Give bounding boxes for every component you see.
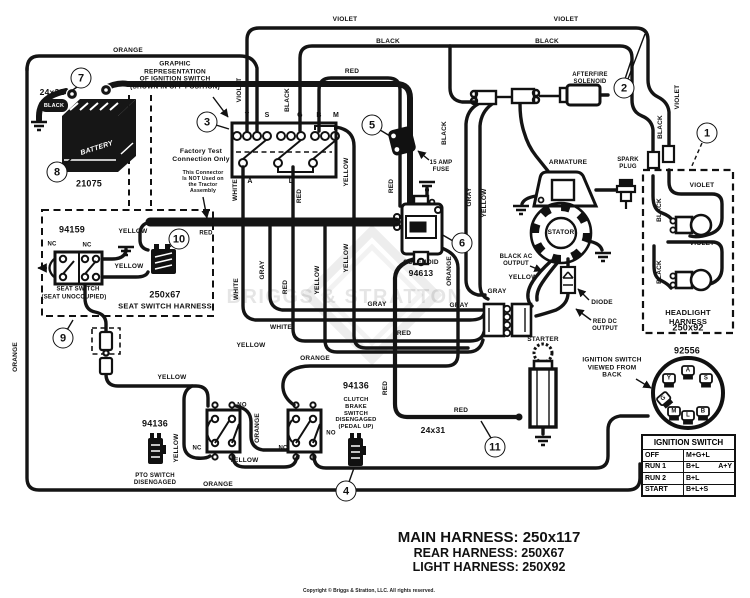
light-harness-title: LIGHT HARNESS: 250X92: [412, 560, 566, 574]
callout-3: 3: [196, 111, 218, 133]
starter-red-cable: [392, 255, 519, 420]
black-kill-branch: [448, 44, 476, 104]
afterfire-solenoid: [558, 83, 602, 107]
callout-9: 9: [52, 327, 74, 349]
ignition-mode: RUN 2: [641, 472, 684, 485]
seat-harness-wire: [104, 372, 210, 408]
ignition-terminals: M+G+L: [683, 449, 736, 462]
yellow-branch-wire: [182, 384, 212, 460]
seat-yellow-wire: [100, 270, 150, 279]
wire-runs: [25, 26, 724, 492]
interlock-switch-boxes: [205, 401, 323, 461]
ignition-terminals-extra: A+Y: [718, 463, 732, 471]
yellow-m-wire: [334, 125, 356, 220]
seat-down-wire: [83, 283, 108, 334]
seat-switch: [37, 250, 104, 286]
orange-pto-link-wire: [234, 404, 312, 452]
white-wire: [241, 165, 486, 322]
yellow-wire-1: [323, 220, 485, 354]
engine-connectors: [469, 87, 560, 106]
band-left-drop: [138, 220, 152, 252]
headlight-harness: [646, 144, 713, 292]
stator-yellow-2: [535, 260, 560, 302]
diode-bottom-wire: [534, 291, 570, 318]
orange-border-wire: [25, 66, 642, 492]
fuse-15amp: [388, 126, 416, 156]
diode: [559, 265, 577, 295]
seat-harness-boundary: [41, 209, 214, 317]
footer-harness-titles: MAIN HARNESS: 250x117 REAR HARNESS: 250X…: [398, 529, 581, 574]
callout-8: 8: [46, 161, 68, 183]
gray-engine-wire: [464, 102, 487, 297]
armature-ground-wire: [520, 194, 538, 206]
black-wire-tag: [40, 99, 68, 112]
svg-text:BRIGGS & STRATTON: BRIGGS & STRATTON: [227, 286, 464, 308]
rear-harness-title: REAR HARNESS: 250X67: [413, 546, 565, 560]
main-connector-pair: [482, 302, 533, 338]
pto-switch-connector: [148, 433, 166, 464]
callout-4: 4: [335, 480, 357, 502]
callout-7: 7: [70, 67, 92, 89]
ignition-terminals: B+L: [683, 472, 736, 485]
starter-solenoid: [393, 194, 444, 267]
stator-ground-icon: [593, 251, 613, 263]
callout-5: 5: [361, 114, 383, 136]
yellow-long-bottom-wire: [312, 414, 650, 470]
callout-1: 1: [696, 122, 718, 144]
yellow-engine-wire: [478, 102, 494, 301]
orange-top-wire: [25, 54, 259, 133]
orange-mid-wire: [281, 244, 460, 407]
solenoid-ground-icon: [417, 180, 437, 192]
ignition-switch-back: [651, 356, 725, 430]
yellow-wire-2: [352, 216, 470, 350]
callout-2: 2: [613, 77, 635, 99]
ignition-mode: RUN 1: [641, 460, 684, 473]
stator-yellow-1: [526, 259, 553, 308]
headlight-black-1: [651, 174, 674, 222]
copyright-notice: Copyright © Briggs & Stratton, LLC. All …: [303, 588, 435, 594]
yellow-pto-bottom-wire: [231, 454, 300, 469]
battery-ground-icon: [29, 120, 49, 132]
armature-kill-wire: [518, 102, 550, 173]
callout-11: 11: [484, 436, 506, 458]
ignition-connector-box: [230, 121, 340, 179]
interlock-relay: [151, 244, 176, 274]
main-harness-title: MAIN HARNESS: 250x117: [397, 529, 581, 546]
ignition-table-title: IGNITION SWITCH: [641, 434, 736, 450]
battery: [40, 83, 136, 172]
armature: [532, 170, 599, 208]
red-wire: [291, 165, 486, 343]
heavy-cables: [36, 80, 519, 420]
headlight-black-2: [652, 244, 673, 290]
ignition-mode: START: [641, 483, 684, 497]
starter-ground-icon: [533, 435, 553, 447]
clutch-brake-connector: [348, 433, 366, 466]
seat-ground-icon: [116, 245, 136, 257]
briggs-stratton-watermark: BRIGGS & STRATTON: [227, 224, 464, 366]
stator: [529, 201, 593, 265]
battery-positive-cable: [101, 80, 413, 209]
armature-ground-icon: [511, 204, 531, 216]
callout-6: 6: [451, 232, 473, 254]
violet-top-wire: [245, 26, 671, 152]
spark-plug: [615, 178, 637, 209]
starter-motor: [528, 342, 558, 429]
callout-10: 10: [168, 228, 190, 250]
ignition-terminals: B+L+S: [683, 483, 736, 497]
ignition-mode: OFF: [641, 449, 684, 462]
starter-terminal-dot: [515, 413, 523, 421]
leader-lines: [62, 33, 703, 483]
seat-connector: [98, 330, 114, 376]
gray-wire: [268, 220, 486, 312]
